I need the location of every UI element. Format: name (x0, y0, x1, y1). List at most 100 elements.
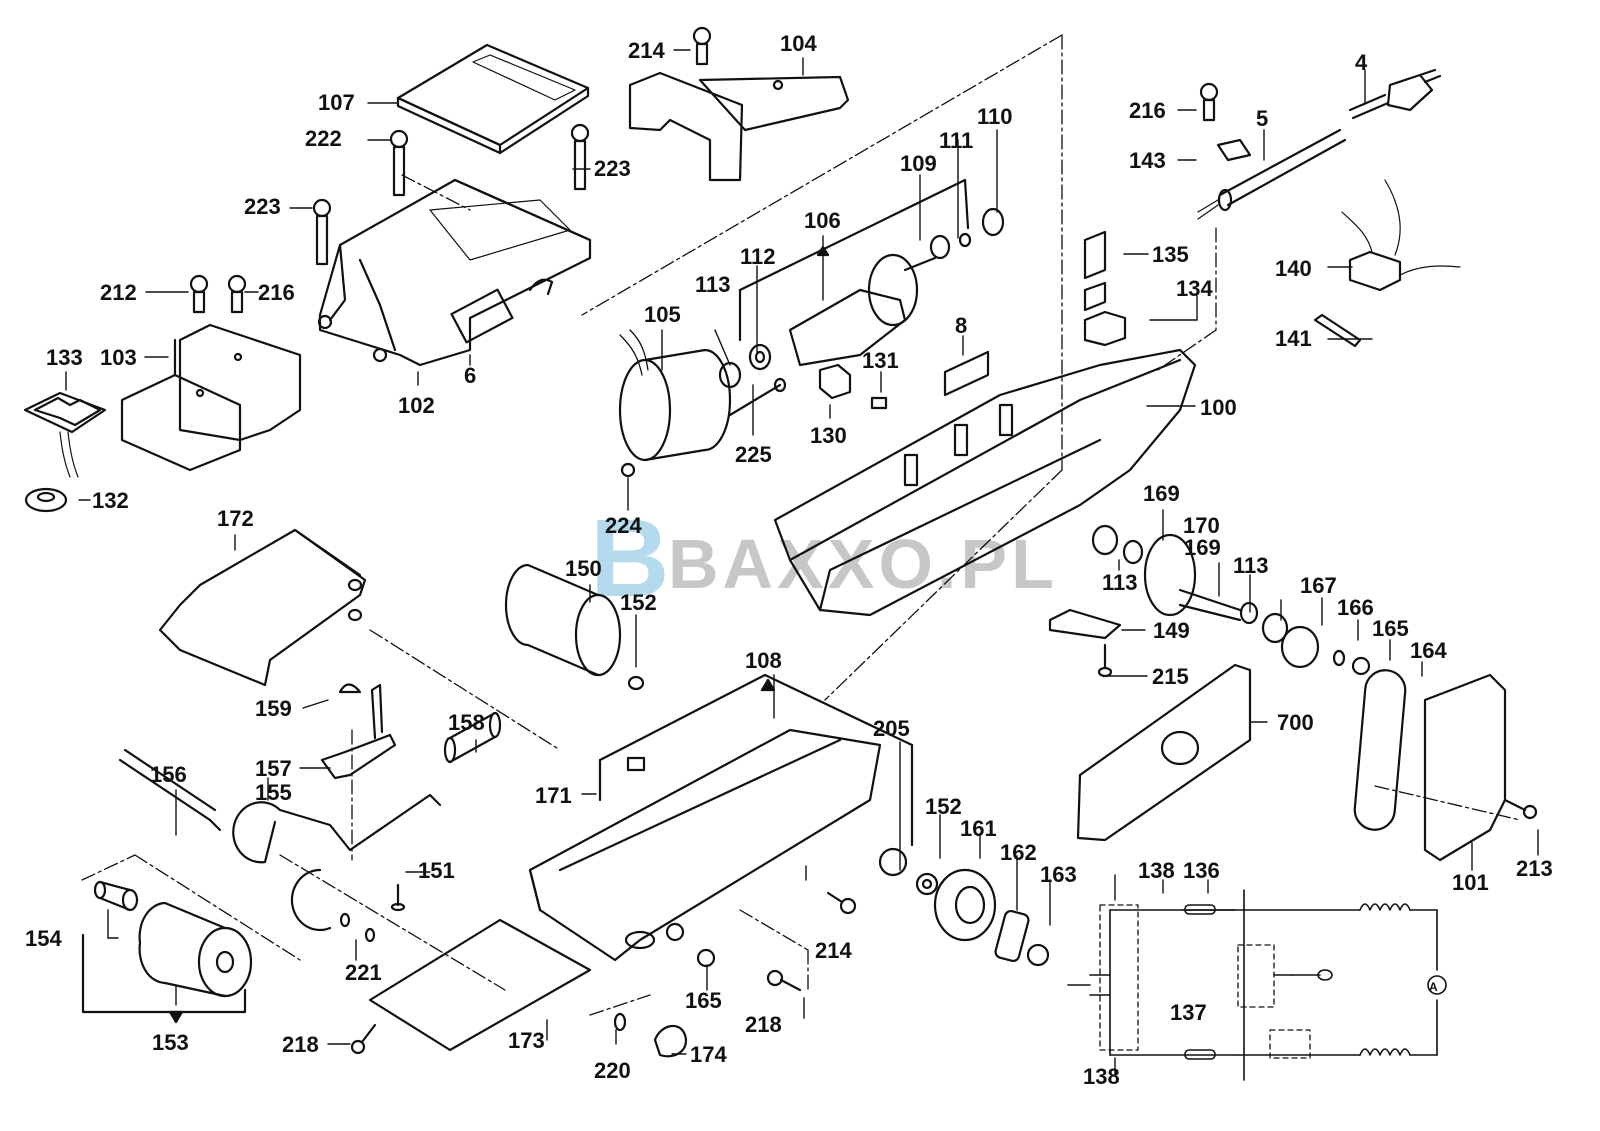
label-105: 105 (644, 302, 681, 327)
label-221: 221 (345, 960, 382, 985)
label-165-a: 165 (1372, 616, 1409, 641)
label-143: 143 (1129, 148, 1166, 173)
part-149-bracket (1048, 608, 1122, 640)
label-4: 4 (1355, 50, 1368, 75)
part-134-switch-cap (1083, 310, 1127, 347)
label-151: 151 (418, 858, 455, 883)
part-5-cord (1197, 128, 1347, 220)
label-167: 167 (1300, 573, 1337, 598)
part-151-rivet (390, 883, 406, 912)
label-169-a: 169 (1143, 481, 1180, 506)
label-161: 161 (960, 816, 997, 841)
label-138-b: 138 (1083, 1064, 1120, 1089)
label-133: 133 (46, 345, 83, 370)
drive-shaft-parts (1091, 524, 1371, 676)
part-108-frame (528, 673, 914, 962)
armature-parts (718, 178, 1005, 389)
label-112: 112 (740, 244, 776, 269)
watermark-text: BAXXO.PL (668, 525, 1058, 603)
label-141: 141 (1275, 326, 1312, 351)
motor-symbol: A (1429, 980, 1438, 994)
label-205: 205 (873, 716, 910, 741)
label-157: 157 (255, 756, 292, 781)
part-133-switch (23, 391, 107, 478)
part-155-bracket (232, 793, 442, 932)
label-6: 6 (464, 363, 477, 388)
part-165-nut (696, 948, 716, 968)
part-130-brush-holder (818, 363, 852, 400)
label-224: 224 (605, 513, 642, 538)
part-224-nut (620, 462, 636, 478)
part-154-bearing (93, 880, 139, 912)
label-164: 164 (1410, 638, 1447, 663)
part-152-washer (627, 675, 645, 691)
label-113-c: 113 (1233, 553, 1269, 578)
label-100: 100 (1200, 395, 1237, 420)
label-156: 156 (150, 762, 187, 787)
label-131: 131 (862, 348, 899, 373)
part-157-bracket (320, 683, 397, 780)
part-143-clamp (1216, 138, 1252, 162)
label-223-b: 223 (594, 156, 631, 181)
label-163: 163 (1040, 862, 1077, 887)
part-104-cover (628, 71, 850, 182)
part-173-plate (368, 918, 592, 1052)
label-152-b: 152 (925, 794, 962, 819)
part-153-roller (81, 901, 253, 1024)
label-150: 150 (565, 556, 602, 581)
label-103: 103 (100, 345, 137, 370)
label-158: 158 (448, 710, 485, 735)
part-225-screw (728, 377, 787, 417)
label-137: 137 (1170, 1000, 1207, 1025)
label-108: 108 (745, 648, 782, 673)
leader-lines (65, 49, 1539, 1076)
label-216-b: 216 (1129, 98, 1166, 123)
label-215: 215 (1152, 664, 1189, 689)
label-700: 700 (1277, 710, 1314, 735)
part-158-spring (443, 711, 502, 764)
label-159: 159 (255, 696, 292, 721)
part-105-field (618, 329, 732, 462)
label-172: 172 (217, 506, 254, 531)
label-165-b: 165 (685, 988, 722, 1013)
part-150-drum (504, 563, 622, 677)
label-134: 134 (1176, 276, 1213, 301)
part-141-pin (1313, 313, 1362, 348)
label-212: 212 (100, 280, 137, 305)
label-136: 136 (1183, 858, 1220, 883)
part-8-plate (943, 350, 990, 397)
label-218-a: 218 (282, 1032, 319, 1057)
gear-parts (878, 847, 1050, 967)
label-135: 135 (1152, 242, 1189, 267)
label-216-a: 216 (258, 280, 295, 305)
label-113-a: 113 (695, 272, 731, 297)
part-159-cap (338, 683, 362, 694)
watermark-logo: B (590, 497, 670, 620)
label-101: 101 (1452, 870, 1489, 895)
part-218-screw-b (766, 969, 802, 992)
label-107: 107 (318, 90, 355, 115)
part-174-knob (653, 1024, 688, 1058)
part-218-screw-a (350, 1023, 377, 1055)
label-155: 155 (255, 780, 292, 805)
assembly-lines (81, 34, 1521, 1016)
label-104: 104 (780, 31, 817, 56)
part-140-capacitor (1341, 179, 1461, 292)
screws (189, 26, 1219, 314)
part-101-cover (1423, 673, 1507, 862)
part-164-belt (1353, 669, 1407, 831)
part-213-screw (1503, 798, 1538, 820)
label-214-a: 214 (628, 38, 665, 63)
label-174: 174 (690, 1042, 727, 1067)
part-220-spring (613, 1012, 627, 1032)
label-130: 130 (810, 423, 847, 448)
label-162: 162 (1000, 840, 1037, 865)
label-166: 166 (1337, 595, 1374, 620)
label-218-b: 218 (745, 1012, 782, 1037)
part-156-shaft (118, 748, 222, 832)
label-102: 102 (398, 393, 435, 418)
part-103-switch-housing (120, 323, 302, 472)
label-223-a: 223 (244, 194, 281, 219)
wiring-schematic (1067, 889, 1447, 1081)
